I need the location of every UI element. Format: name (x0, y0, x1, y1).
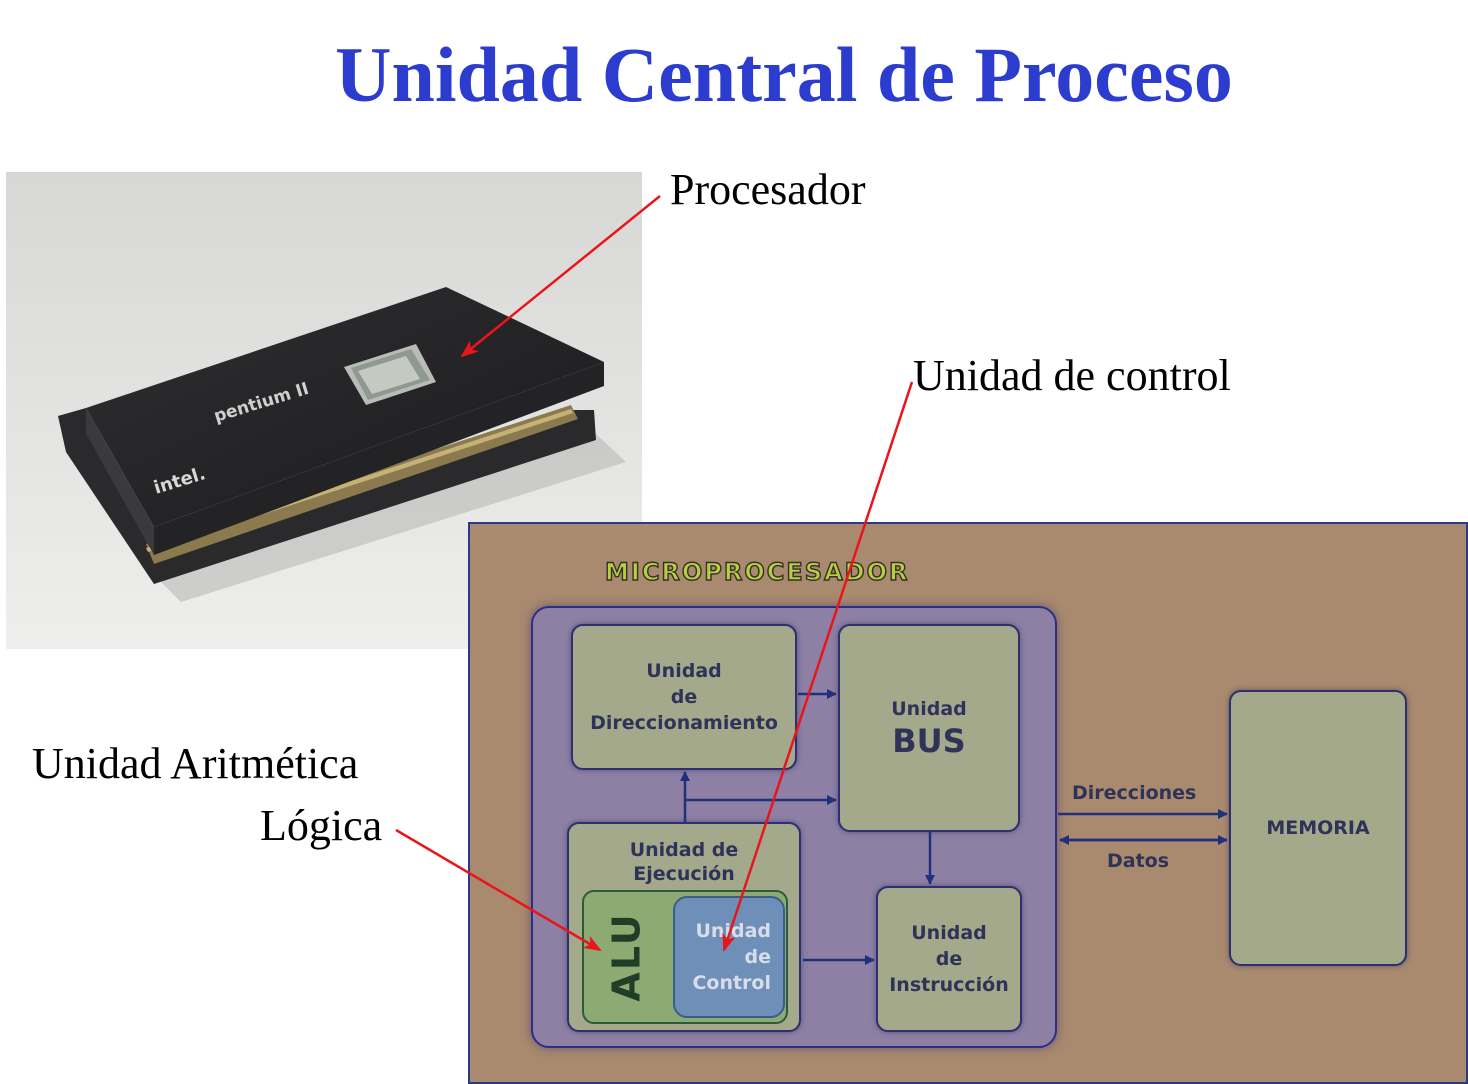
slide-title: Unidad Central de Proceso (335, 31, 1233, 118)
instruction-unit: Unidad de Instrucción (876, 886, 1022, 1032)
bus-unit: Unidad BUS (838, 624, 1020, 832)
control-unit-label-2: de (744, 946, 772, 968)
callout-alu-line2: Lógica (260, 801, 383, 850)
diagram-title: MICROPROCESADOR (604, 557, 910, 586)
addressing-unit: Unidad de Direccionamiento (571, 624, 797, 770)
alu-text: ALU (605, 912, 649, 1002)
alu-label: ALU (590, 905, 664, 1009)
instruction-unit-label-3: Instrucción (889, 974, 1009, 996)
instruction-unit-label-1: Unidad (911, 922, 987, 944)
addressing-unit-label-1: Unidad (646, 660, 722, 682)
instruction-unit-label-2: de (935, 948, 963, 970)
memory-block: MEMORIA (1229, 690, 1407, 966)
data-label: Datos (1107, 850, 1170, 872)
bus-unit-label-1: Unidad (891, 698, 967, 720)
execution-unit-label-2: Ejecución (633, 863, 735, 885)
control-unit-label-3: Control (692, 972, 771, 994)
control-unit-label-1: Unidad (695, 920, 772, 942)
callout-alu-line1: Unidad Aritmética (32, 739, 359, 788)
callout-processor: Procesador (670, 165, 866, 214)
execution-unit-label-1: Unidad de (629, 839, 739, 861)
addresses-label: Direcciones (1072, 782, 1197, 804)
addressing-unit-label-2: de (670, 686, 698, 708)
control-unit: Unidad de Control (673, 896, 785, 1018)
callout-control-unit: Unidad de control (913, 351, 1231, 400)
addressing-unit-label-3: Direccionamiento (590, 712, 778, 734)
memory-label: MEMORIA (1266, 817, 1370, 839)
bus-unit-label-2: BUS (892, 722, 966, 760)
